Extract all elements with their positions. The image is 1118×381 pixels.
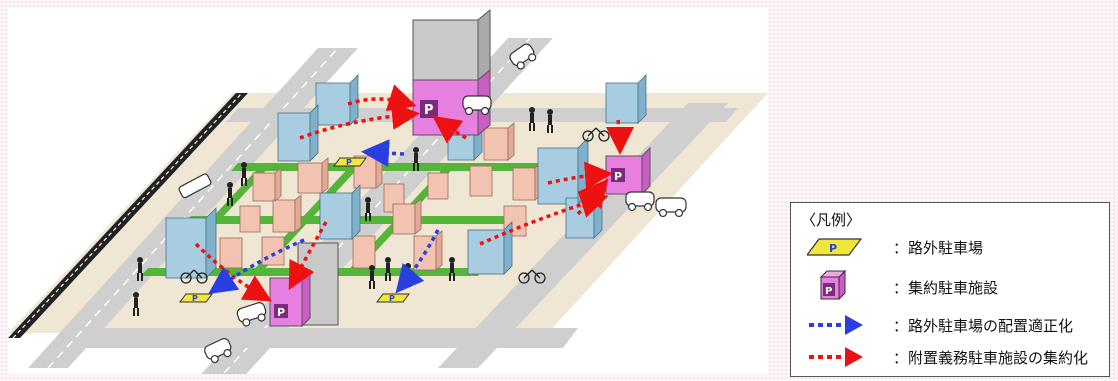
legend-label: ：附置義務駐車施設の集約化 xyxy=(893,349,1089,367)
svg-text:P: P xyxy=(346,158,352,167)
svg-text:P: P xyxy=(389,294,395,303)
legend-label: ：路外駐車場 xyxy=(893,239,984,257)
red-consolidation-arrows xyxy=(194,84,634,302)
legend-item-parking-lot: P ：路外駐車場 xyxy=(807,233,1107,261)
parking-lot-icon: P xyxy=(807,238,863,256)
pedestrians xyxy=(133,107,553,316)
blue-relocation-arrows xyxy=(208,139,440,294)
legend-item-consolidated-parking: P ：集約駐車施設 xyxy=(807,269,1107,301)
city-scene: P P P P P xyxy=(8,8,768,374)
legend-item-red-arrow: ：附置義務駐車施設の集約化 xyxy=(807,343,1107,371)
legend-item-blue-arrow: ：路外駐車場の配置適正化 xyxy=(807,311,1107,339)
consolidated-parking-building-icon: P xyxy=(819,269,847,301)
cars xyxy=(178,43,687,364)
svg-text:P: P xyxy=(825,286,832,297)
red-dotted-arrow-icon xyxy=(809,347,863,367)
legend-label: ：路外駐車場の配置適正化 xyxy=(893,317,1074,335)
glass-buildings xyxy=(165,74,647,279)
svg-text:P: P xyxy=(192,294,198,303)
legend-title: 〈凡例〉 xyxy=(801,211,862,229)
consolidated-parking-tower-top: P xyxy=(412,8,491,137)
legend-label: ：集約駐車施設 xyxy=(893,279,999,297)
parking-mark: P xyxy=(424,103,434,118)
bicycles xyxy=(180,127,610,284)
legend: 〈凡例〉 P ：路外駐車場 P ：集約駐車施設 ：路外駐車場の配置適正化 ：附置… xyxy=(790,202,1110,377)
parking-lots: P P P xyxy=(179,157,410,303)
city-illustration: P P P P P xyxy=(8,8,768,374)
parking-mark: P xyxy=(277,306,285,319)
blue-dotted-arrow-icon xyxy=(809,315,863,335)
parking-mark: P xyxy=(614,170,622,183)
svg-text:P: P xyxy=(829,242,837,255)
buildings xyxy=(219,122,542,271)
road-horizontal xyxy=(78,328,578,348)
